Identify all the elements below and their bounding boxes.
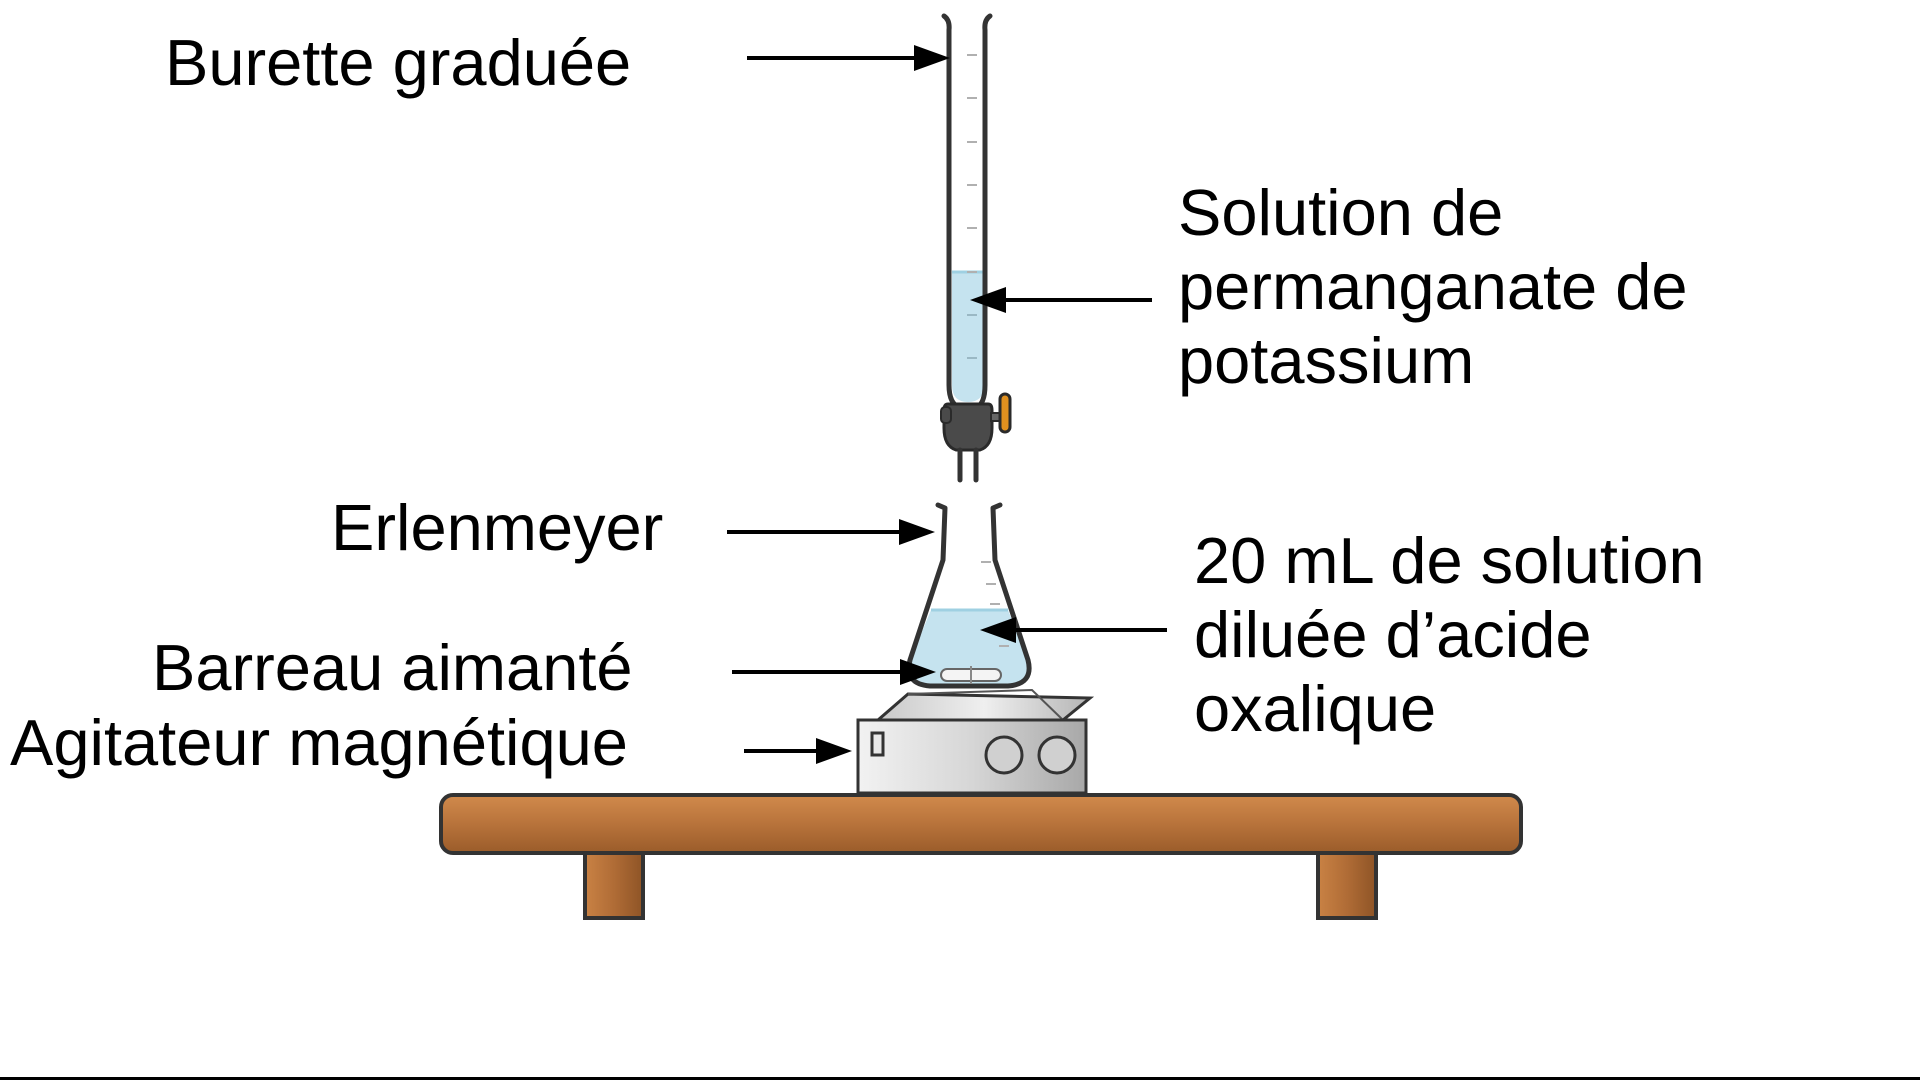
arrow-erlenmeyer (727, 519, 935, 545)
lab-table-icon (439, 793, 1523, 920)
label-permanganate: Solution de permanganate de potassium (1178, 176, 1688, 398)
label-burette: Burette graduée (165, 26, 632, 99)
label-erlenmeyer: Erlenmeyer (331, 491, 664, 564)
arrow-burette (747, 45, 950, 71)
burette-icon (940, 13, 1012, 483)
label-permanganate-line-2: permanganate de (1178, 250, 1688, 323)
arrow-acide-oxalique (980, 617, 1167, 643)
arrow-permanganate (970, 287, 1152, 313)
arrow-agitateur (744, 738, 852, 764)
label-arrows (727, 45, 1167, 764)
label-acide-oxalique-line-3: oxalique (1194, 672, 1437, 745)
label-agitateur: Agitateur magnétique (10, 706, 628, 779)
label-acide-oxalique-line-2: diluée d’acide (1194, 598, 1592, 671)
label-acide-oxalique-line-1: 20 mL de solution (1194, 524, 1705, 597)
bottom-rule (0, 1077, 1920, 1080)
label-permanganate-line-3: potassium (1178, 324, 1475, 397)
magnetic-stirrer-icon (856, 688, 1095, 795)
label-permanganate-line-1: Solution de (1178, 176, 1504, 249)
label-acide-oxalique: 20 mL de solution diluée d’acide oxaliqu… (1194, 524, 1705, 746)
label-barreau: Barreau aimanté (152, 631, 633, 704)
arrow-barreau (732, 659, 936, 685)
stir-bar-icon (940, 666, 1002, 684)
